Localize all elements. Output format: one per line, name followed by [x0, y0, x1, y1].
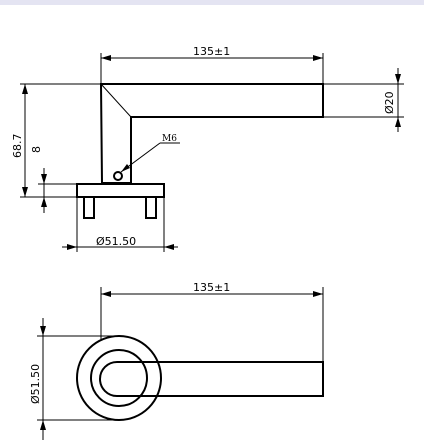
- bottom-dim-arrow-left: [101, 291, 111, 297]
- lever-outline: [99, 83, 324, 184]
- rose-plan-arrow-top: [40, 326, 46, 336]
- lever-plan-outline: [99, 361, 324, 397]
- screw-label: M6: [162, 134, 177, 144]
- rose-side-arrow-right: [164, 244, 174, 250]
- rose-side-arrow-left: [67, 244, 77, 250]
- side-view: M6 135±1 Ø20 68.7 8 Ø51.50: [11, 45, 404, 252]
- dia20-arrow-bottom: [395, 117, 401, 127]
- rose-outer-circle: [76, 335, 162, 421]
- h687-arrow-bottom: [22, 187, 28, 197]
- h8-arrow-top: [41, 174, 47, 184]
- lever-miter-line: [100, 83, 132, 118]
- rose-plate: [76, 183, 165, 198]
- top-length-label: 135±1: [193, 45, 230, 58]
- screw-leader-arrow: [121, 164, 130, 172]
- window-top-strip: [0, 0, 424, 5]
- fixing-pin-right: [145, 196, 157, 219]
- top-dim-arrow-left: [101, 55, 111, 61]
- h8-arrow-bottom: [41, 197, 47, 207]
- rose-diameter-side-label: Ø51.50: [96, 235, 136, 248]
- h687-arrow-top: [22, 84, 28, 94]
- fixing-pin-left: [83, 196, 95, 219]
- overall-height-label: 68.7: [11, 134, 24, 159]
- grub-screw-icon: [113, 171, 123, 181]
- bottom-dim-arrow-right: [313, 291, 323, 297]
- tube-diameter-label: Ø20: [383, 91, 396, 114]
- rose-inner-circle: [90, 349, 148, 407]
- plan-view: 135±1 Ø51.50: [29, 281, 324, 440]
- dia20-arrow-top: [395, 74, 401, 84]
- rose-height-label: 8: [30, 146, 43, 153]
- bottom-length-label: 135±1: [193, 281, 230, 294]
- rose-diameter-plan-label: Ø51.50: [29, 364, 42, 404]
- top-dim-arrow-right: [313, 55, 323, 61]
- rose-plan-arrow-bottom: [40, 420, 46, 430]
